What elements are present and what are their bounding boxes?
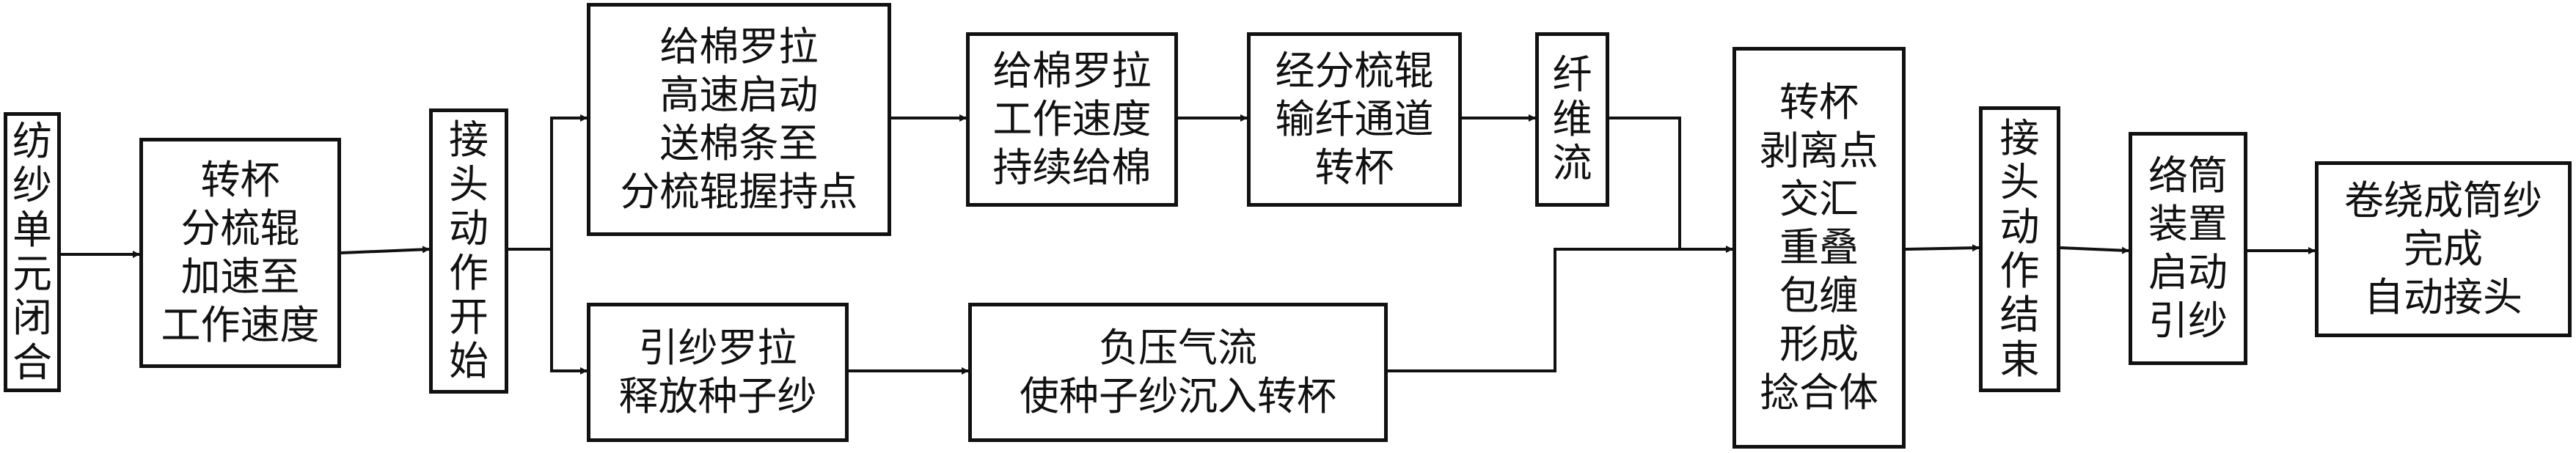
node-negative-pressure: 负压气流 使种子纱沉入转杯 — [968, 303, 1388, 442]
node-auto-splice-done-label: 卷绕成筒纱 完成 自动接头 — [2344, 177, 2542, 320]
line-fiber-flow-down — [1609, 117, 1681, 249]
arrow-splice-start-to-yarn-roller — [550, 249, 588, 375]
node-yarn-roller-release: 引纱罗拉 释放种子纱 — [587, 303, 849, 442]
arrow-merge-to-splice-end — [1905, 244, 1980, 252]
node-splice-end-label: 接 头 动 作 结 束 — [1999, 114, 2040, 383]
node-rotor-accelerate: 转杯 分梳辊 加速至 工作速度 — [139, 138, 341, 368]
arrow-rotor-to-splice-start — [340, 246, 430, 254]
node-winding-device-label: 络筒 装置 启动 引纱 — [2148, 152, 2228, 344]
node-merge-point: 转杯 剥离点 交汇 重叠 包缠 形成 捻合体 — [1732, 47, 1906, 449]
node-negative-pressure-label: 负压气流 使种子纱沉入转杯 — [1020, 325, 1336, 419]
node-feed-roller-start-label: 给棉罗拉 高速启动 送棉条至 分梳辊握持点 — [620, 23, 858, 215]
node-feed-roller-start: 给棉罗拉 高速启动 送棉条至 分梳辊握持点 — [587, 3, 891, 236]
node-merge-point-label: 转杯 剥离点 交汇 重叠 包缠 形成 捻合体 — [1760, 79, 1878, 416]
node-combing-roller: 经分梳辊 输纤通道 转杯 — [1247, 32, 1462, 207]
node-fiber-flow-label: 纤 维 流 — [1552, 51, 1592, 187]
node-splice-start-label: 接 头 动 作 开 始 — [449, 117, 489, 385]
node-feed-roller-work-label: 给棉罗拉 工作速度 持续给棉 — [992, 48, 1152, 191]
line-negative-pressure-up — [1388, 248, 1680, 372]
arrow-splice-end-to-winding — [2060, 246, 2129, 254]
node-fiber-flow: 纤 维 流 — [1535, 32, 1609, 207]
node-winding-device: 络筒 装置 启动 引纱 — [2129, 132, 2247, 365]
node-rotor-accelerate-label: 转杯 分梳辊 加速至 工作速度 — [161, 157, 320, 348]
node-spinning-unit-close-label: 纺 纱 单 元 闭 合 — [12, 117, 52, 386]
node-spinning-unit-close: 纺 纱 单 元 闭 合 — [4, 112, 61, 392]
node-auto-splice-done: 卷绕成筒纱 完成 自动接头 — [2315, 161, 2572, 337]
arrow-splice-start-to-feed-roller-start — [508, 114, 588, 251]
node-splice-end: 接 头 动 作 结 束 — [1979, 106, 2060, 392]
node-splice-start: 接 头 动 作 开 始 — [429, 108, 508, 394]
node-feed-roller-work: 给棉罗拉 工作速度 持续给棉 — [966, 32, 1178, 207]
node-combing-roller-label: 经分梳辊 输纤通道 转杯 — [1275, 48, 1434, 191]
node-yarn-roller-release-label: 引纱罗拉 释放种子纱 — [618, 325, 817, 419]
